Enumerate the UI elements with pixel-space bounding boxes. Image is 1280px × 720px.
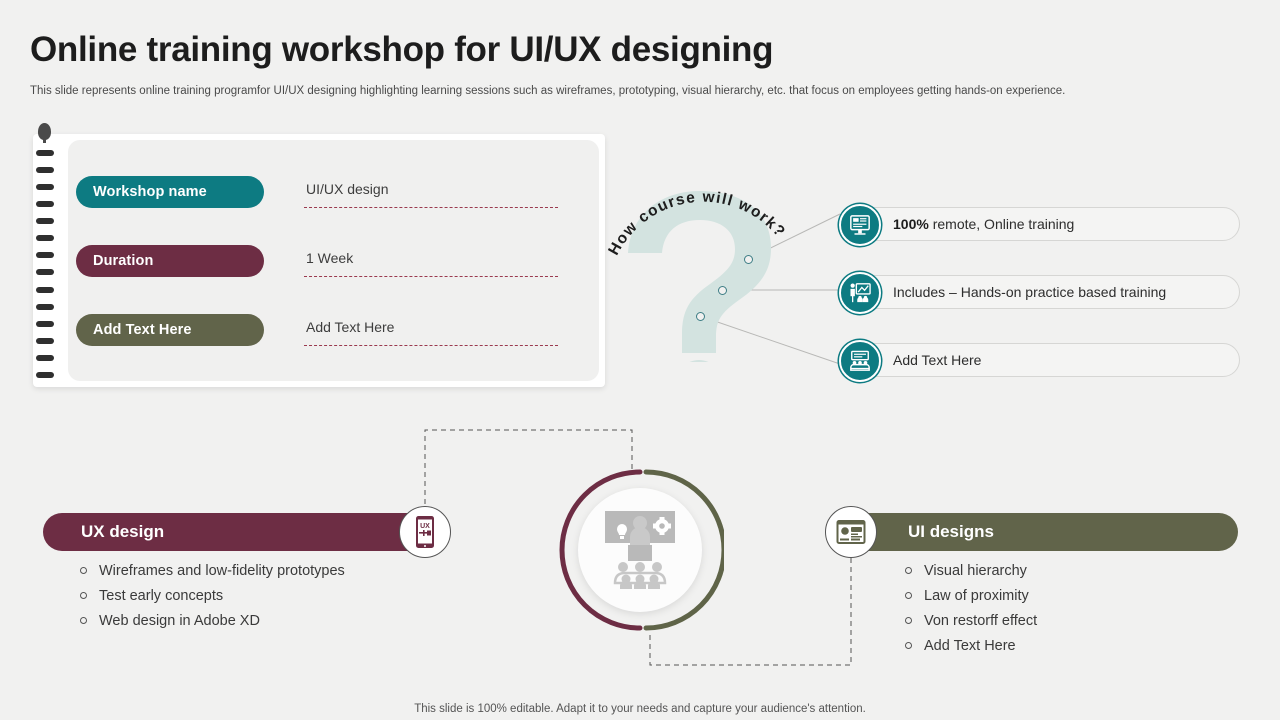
training-presentation-icon-wrap <box>578 488 702 612</box>
bullet-icon <box>905 592 912 599</box>
workshop-rows: Workshop name UI/UX design Duration 1 We… <box>76 176 566 383</box>
list-item: Visual hierarchy <box>905 563 1037 579</box>
list-item: Wireframes and low-fidelity prototypes <box>80 563 345 579</box>
row-label-pill-duration[interactable]: Duration <box>76 245 264 277</box>
row-value-workshop-name[interactable]: UI/UX design <box>306 181 389 197</box>
workshop-row: Duration 1 Week <box>76 245 566 314</box>
spiral-ring <box>36 167 54 174</box>
bullet-icon <box>80 567 87 574</box>
ux-design-list: Wireframes and low-fidelity prototypes T… <box>80 563 345 638</box>
ux-mobile-icon: UX <box>416 516 434 548</box>
row-underline <box>304 276 558 277</box>
row-value-add-text[interactable]: Add Text Here <box>306 319 395 335</box>
spiral-ring <box>36 286 54 293</box>
row-label-pill-add-text[interactable]: Add Text Here <box>76 314 264 346</box>
spiral-binding <box>36 136 58 386</box>
footer-note: This slide is 100% editable. Adapt it to… <box>414 703 866 715</box>
connector-node <box>696 312 705 321</box>
row-label-text: Add Text Here <box>93 322 192 338</box>
ui-layout-icon-badge[interactable] <box>825 506 877 558</box>
list-item-label: Add Text Here <box>924 638 1016 654</box>
ui-designs-title: UI designs <box>908 522 994 541</box>
list-item-label: Test early concepts <box>99 588 224 604</box>
list-item: Web design in Adobe XD <box>80 613 345 629</box>
curved-label: How course will work? <box>608 189 789 259</box>
question-mark-icon <box>628 191 771 362</box>
row-label-pill-workshop-name[interactable]: Workshop name <box>76 176 264 208</box>
course-item-body-1: remote, Online training <box>928 216 1075 232</box>
connector-node <box>744 255 753 264</box>
list-item-label: Wireframes and low-fidelity prototypes <box>99 563 345 579</box>
list-item: Law of proximity <box>905 588 1037 604</box>
course-item-text-3: Add Text Here <box>841 352 981 368</box>
ux-design-bar[interactable]: UX design <box>43 513 428 551</box>
course-item-row-3[interactable]: Add Text Here <box>839 340 1240 382</box>
spiral-ring <box>36 320 54 327</box>
spiral-clip-icon <box>38 123 51 143</box>
list-item: Von restorff effect <box>905 613 1037 629</box>
bullet-icon <box>905 642 912 649</box>
center-training-circle <box>556 466 727 634</box>
connector-node <box>718 286 727 295</box>
spiral-ring <box>36 235 54 242</box>
course-item-body-3: Add Text Here <box>893 352 982 368</box>
ui-designs-bar[interactable]: UI designs <box>848 513 1238 551</box>
bullet-icon <box>80 617 87 624</box>
question-mark-block: How course will work? <box>608 165 802 370</box>
ux-mobile-icon-badge[interactable]: UX <box>399 506 451 558</box>
workshop-row: Workshop name UI/UX design <box>76 176 566 245</box>
spiral-ring <box>36 269 54 276</box>
spiral-ring <box>36 337 54 344</box>
course-item-text-2: Includes – Hands-on practice based train… <box>841 284 1166 300</box>
spiral-ring <box>36 201 54 208</box>
course-item-prefix-1: 100% <box>893 216 929 232</box>
ui-layout-icon <box>836 520 866 544</box>
row-label-text: Workshop name <box>93 184 207 200</box>
course-item-row-1[interactable]: 100% remote, Online training <box>839 204 1240 246</box>
row-value-duration[interactable]: 1 Week <box>306 250 354 266</box>
presentation-training-icon <box>839 272 881 314</box>
spiral-ring <box>36 184 54 191</box>
training-presentation-icon <box>605 511 675 589</box>
course-item-body-2: Includes – Hands-on practice based train… <box>893 284 1167 300</box>
bullet-icon <box>905 567 912 574</box>
row-underline <box>304 207 558 208</box>
spiral-ring <box>36 252 54 259</box>
list-item-label: Web design in Adobe XD <box>99 613 260 629</box>
list-item-label: Visual hierarchy <box>924 563 1027 579</box>
page-subtitle: This slide represents online training pr… <box>30 85 1066 97</box>
spiral-ring <box>36 218 54 225</box>
workshop-row: Add Text Here Add Text Here <box>76 314 566 383</box>
spiral-ring <box>36 371 54 378</box>
bullet-icon <box>905 617 912 624</box>
course-item-row-2[interactable]: Includes – Hands-on practice based train… <box>839 272 1240 314</box>
list-item-label: Von restorff effect <box>924 613 1038 629</box>
svg-text:UX: UX <box>420 523 430 530</box>
online-training-icon <box>839 204 881 246</box>
ui-designs-list: Visual hierarchy Law of proximity Von re… <box>905 563 1037 663</box>
list-item: Add Text Here <box>905 638 1037 654</box>
row-label-text: Duration <box>93 253 154 269</box>
bullet-icon <box>80 592 87 599</box>
spiral-ring <box>36 303 54 310</box>
page-title: Online training workshop for UI/UX desig… <box>30 30 774 69</box>
course-item-text-1: 100% remote, Online training <box>841 216 1074 232</box>
spiral-ring <box>36 354 54 361</box>
svg-text:How course will work?: How course will work? <box>608 189 789 259</box>
list-item: Test early concepts <box>80 588 345 604</box>
row-underline <box>304 345 558 346</box>
list-item-label: Law of proximity <box>924 588 1029 604</box>
ux-design-title: UX design <box>81 522 165 541</box>
classroom-icon <box>839 340 881 382</box>
spiral-ring <box>36 150 54 156</box>
